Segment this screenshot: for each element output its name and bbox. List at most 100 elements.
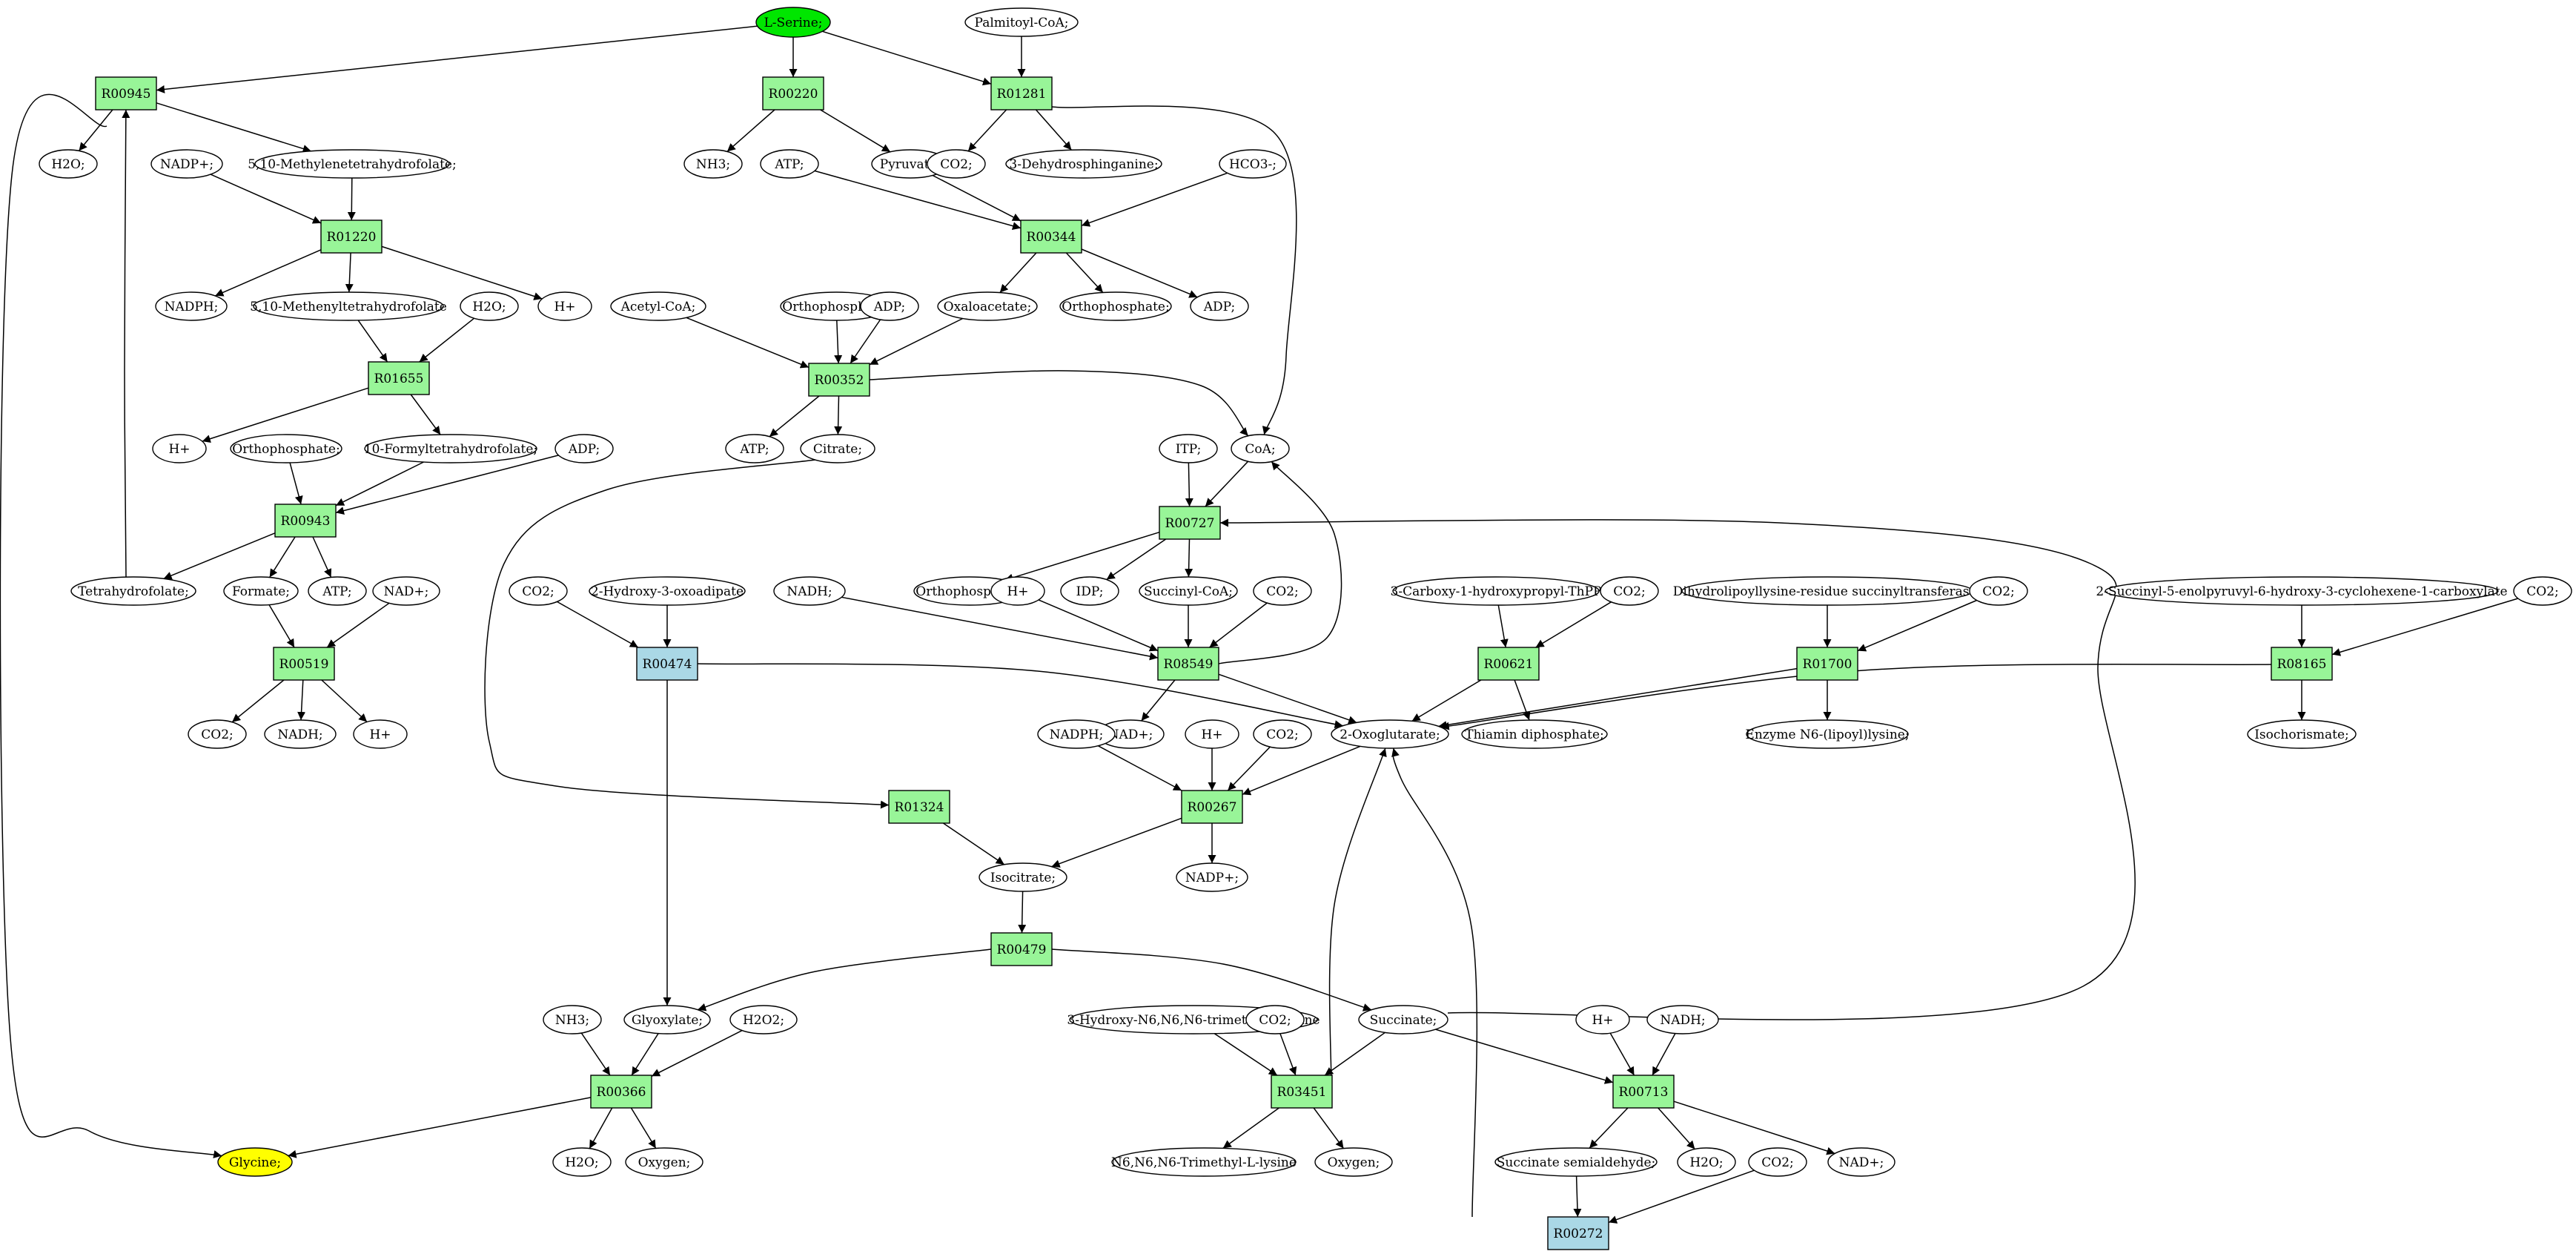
compound-node-h2o-a[interactable]: H2O; (39, 149, 98, 179)
reaction-node-r08549[interactable]: R08549 (1157, 647, 1219, 681)
compound-node-co2-e[interactable]: CO2; (1969, 576, 2028, 606)
compound-node-atp-c[interactable]: ATP; (308, 576, 367, 606)
compound-node-co2-j[interactable]: CO2; (1748, 1147, 1807, 1177)
compound-node-nh3-b[interactable]: NH3; (543, 1005, 602, 1034)
compound-node-dhs[interactable]: 3-Dehydrosphinganine; (1005, 149, 1162, 179)
reaction-node-r01700[interactable]: R01700 (1796, 647, 1858, 681)
compound-node-coa[interactable]: CoA; (1231, 434, 1290, 463)
compound-node-nad-a[interactable]: NAD+; (372, 576, 440, 606)
reaction-node-r00945[interactable]: R00945 (95, 76, 157, 110)
compound-node-hoxo[interactable]: 2-Hydroxy-3-oxoadipate (589, 576, 746, 606)
compound-node-glyoxylate[interactable]: Glyoxylate; (623, 1005, 711, 1034)
compound-node-succinate[interactable]: Succinate; (1358, 1005, 1448, 1034)
compound-node-ortho-c[interactable]: Orthophosphate; (230, 434, 342, 463)
compound-node-h2o-c[interactable]: H2O; (552, 1147, 612, 1177)
edge-R00344-to-adp_b (1081, 248, 1198, 298)
compound-node-dihydrolip[interactable]: Dihydrolipoyllysine-residue succinyltran… (1673, 576, 1981, 606)
compound-node-hco3[interactable]: HCO3-; (1219, 149, 1287, 179)
compound-node-sephchc[interactable]: 2-Succinyl-5-enolpyruvyl-6-hydroxy-3-cyc… (2096, 576, 2508, 606)
compound-node-tml[interactable]: N6,N6,N6-Trimethyl-L-lysine (1111, 1147, 1297, 1177)
compound-node-co2-h[interactable]: CO2; (1253, 719, 1312, 749)
compound-node-glycine[interactable]: Glycine; (217, 1147, 293, 1177)
reaction-node-r00272[interactable]: R00272 (1547, 1216, 1609, 1250)
compound-node-oxygen-a[interactable]: Oxygen; (625, 1147, 703, 1177)
reaction-node-r00344[interactable]: R00344 (1020, 220, 1082, 254)
compound-node-enzlip[interactable]: Enzyme N6-(lipoyl)lysine; (1745, 719, 1910, 749)
compound-node-nadp-b[interactable]: NADP+; (1176, 862, 1248, 892)
reaction-node-r00727[interactable]: R00727 (1159, 506, 1221, 540)
compound-node-oxoglutarate[interactable]: 2-Oxoglutarate; (1331, 719, 1449, 749)
compound-node-succsemi[interactable]: Succinate semialdehyde; (1494, 1147, 1658, 1177)
reaction-node-r08165[interactable]: R08165 (2271, 647, 2333, 681)
compound-node-nadh-b[interactable]: NADH; (264, 719, 337, 749)
compound-node-hplus-e[interactable]: H+ (1185, 719, 1239, 749)
compound-node-nadph-a[interactable]: NADPH; (155, 291, 228, 321)
compound-node-hplus-b[interactable]: H+ (152, 434, 207, 463)
compound-node-nadh-c[interactable]: NADH; (1646, 1005, 1719, 1034)
compound-node-adp-c[interactable]: ADP; (554, 434, 614, 463)
compound-node-isochorismate[interactable]: Isochorismate; (2247, 719, 2357, 749)
compound-node-nh3-a[interactable]: NH3; (683, 149, 743, 179)
compound-node-co2-f[interactable]: CO2; (2513, 576, 2572, 606)
compound-node-nad-b[interactable]: NAD+; (1096, 719, 1165, 749)
compound-node-hplus-d[interactable]: H+ (353, 719, 408, 749)
reaction-node-r00519[interactable]: R00519 (273, 647, 335, 681)
reaction-node-r01655[interactable]: R01655 (368, 361, 430, 395)
compound-node-mthf[interactable]: 5,10-Methylenetetrahydrofolate; (248, 149, 457, 179)
compound-node-methenyl[interactable]: 5,10-Methenyltetrahydrofolate (250, 291, 447, 321)
compound-node-succcoa[interactable]: Succinyl-CoA; (1139, 576, 1238, 606)
compound-node-hplus-a[interactable]: H+ (537, 291, 592, 321)
compound-node-adp-a[interactable]: ADP; (860, 291, 919, 321)
reaction-node-r00220[interactable]: R00220 (762, 76, 824, 110)
reaction-node-r00621[interactable]: R00621 (1477, 647, 1540, 681)
reaction-node-r00479[interactable]: R00479 (990, 932, 1053, 966)
compound-node-oxygen-b[interactable]: Oxygen; (1314, 1147, 1393, 1177)
compound-node-citrate[interactable]: Citrate; (800, 434, 875, 463)
compound-node-co2-c[interactable]: CO2; (1253, 576, 1312, 606)
compound-node-palmitoyl[interactable]: Palmitoyl-CoA; (964, 7, 1079, 37)
compound-node-formylthf[interactable]: 10-Formyltetrahydrofolate; (364, 434, 537, 463)
edge-R00519-to-co2_g (231, 679, 285, 723)
compound-node-h2o-d[interactable]: H2O; (1677, 1147, 1736, 1177)
compound-node-nadh-a[interactable]: NADH; (773, 576, 846, 606)
compound-node-itp[interactable]: ITP; (1159, 434, 1218, 463)
compound-node-nadp-a[interactable]: NADP+; (150, 149, 223, 179)
compound-node-pyruvate[interactable]: Pyruvate; (871, 149, 950, 179)
compound-node-nad-c[interactable]: NAD+; (1827, 1147, 1895, 1177)
compound-node-acetylcoa[interactable]: Acetyl-CoA; (610, 291, 706, 321)
reaction-node-r01220[interactable]: R01220 (320, 220, 383, 254)
reaction-node-r00366[interactable]: R00366 (590, 1075, 652, 1109)
reaction-node-r00267[interactable]: R00267 (1181, 790, 1243, 824)
reaction-node-r01324[interactable]: R01324 (888, 790, 950, 824)
compound-node-ctpp[interactable]: 3-Carboxy-1-hydroxypropyl-ThPP (1391, 576, 1602, 606)
compound-node-isocitrate[interactable]: Isocitrate; (979, 862, 1067, 892)
node-label: H+ (1592, 1013, 1613, 1028)
compound-node-ortho-b[interactable]: Orthophosphate; (1059, 291, 1172, 321)
compound-node-atp-b[interactable]: ATP; (725, 434, 784, 463)
compound-node-co2-d[interactable]: CO2; (1600, 576, 1659, 606)
compound-node-oxaloacetate[interactable]: Oxaloacetate; (937, 291, 1038, 321)
compound-node-hplus-f[interactable]: H+ (1575, 1005, 1630, 1034)
compound-node-hplus-c[interactable]: H+ (990, 576, 1045, 606)
compound-node-co2-i[interactable]: CO2; (1245, 1005, 1305, 1034)
compound-node-adp-b[interactable]: ADP; (1190, 291, 1249, 321)
compound-node-h2o-b[interactable]: H2O; (460, 291, 519, 321)
reaction-node-r00713[interactable]: R00713 (1612, 1075, 1675, 1109)
reaction-node-r01281[interactable]: R01281 (990, 76, 1053, 110)
compound-node-h2o2[interactable]: H2O2; (729, 1005, 798, 1034)
compound-node-co2-g[interactable]: CO2; (188, 719, 247, 749)
node-label: 2-Oxoglutarate; (1340, 727, 1440, 742)
compound-node-idp[interactable]: IDP; (1060, 576, 1119, 606)
compound-node-serine[interactable]: L-Serine; (755, 7, 831, 38)
compound-node-thf[interactable]: Tetrahydrofolate; (70, 576, 196, 606)
reaction-node-r00943[interactable]: R00943 (274, 504, 337, 538)
compound-node-thiamin[interactable]: Thiamin diphosphate; (1461, 719, 1608, 749)
reaction-node-r00474[interactable]: R00474 (636, 647, 698, 681)
reaction-node-r03451[interactable]: R03451 (1271, 1075, 1333, 1109)
reaction-node-r00352[interactable]: R00352 (808, 363, 870, 397)
compound-node-atp-a[interactable]: ATP; (760, 149, 819, 179)
compound-node-formate[interactable]: Formate; (223, 576, 299, 606)
compound-node-co2-a[interactable]: CO2; (927, 149, 986, 179)
compound-node-co2-b[interactable]: CO2; (509, 576, 568, 606)
compound-node-nadph-b[interactable]: NADPH; (1037, 719, 1116, 749)
